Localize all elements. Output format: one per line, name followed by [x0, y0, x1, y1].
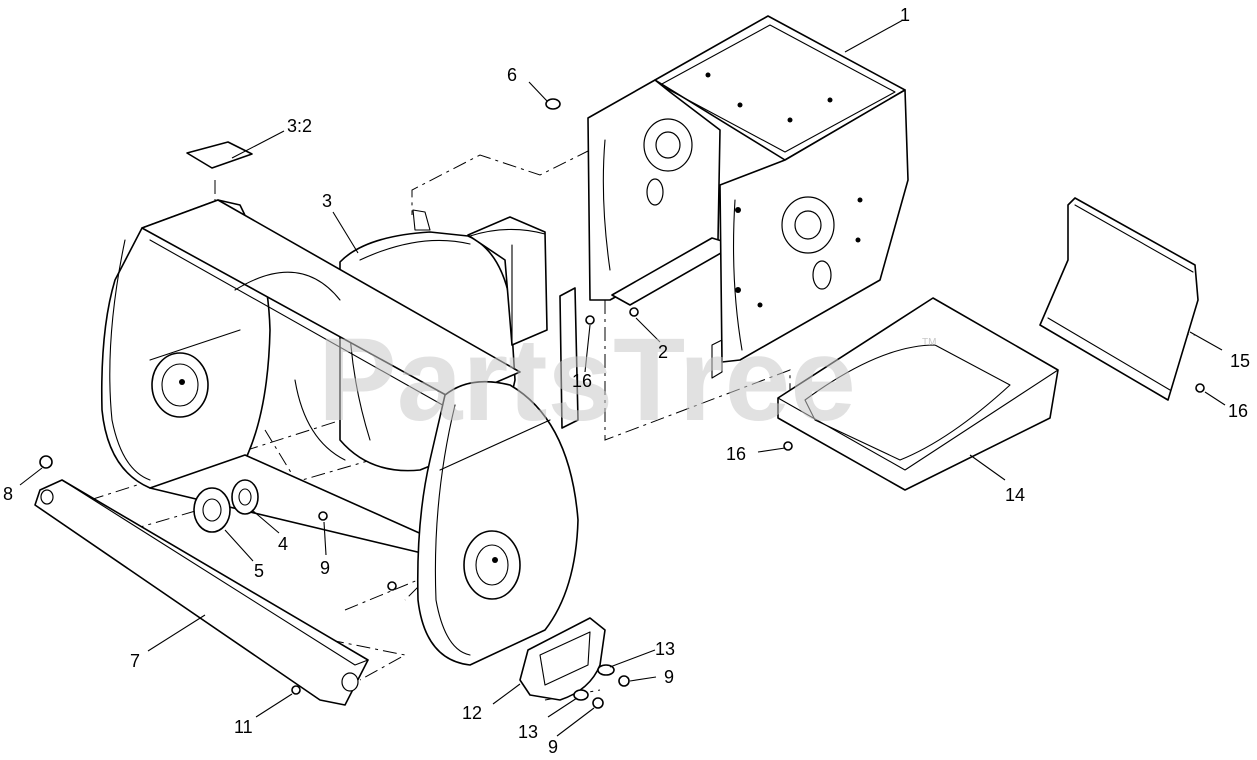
callout-11: 11 — [234, 717, 253, 737]
callout-1: 1 — [900, 5, 910, 25]
frame-part — [587, 15, 909, 379]
callout-6: 6 — [507, 65, 517, 85]
callout-7: 7 — [130, 651, 140, 671]
decal-part — [186, 141, 253, 169]
callout-9-a: 9 — [320, 558, 330, 578]
callout-16-c: 16 — [726, 444, 746, 464]
bearing-parts — [193, 479, 259, 533]
partstree-watermark: PartsTree TM — [318, 314, 936, 446]
callout-3-2: 3:2 — [287, 116, 312, 136]
skid-shoe-part — [519, 617, 606, 701]
callout-12: 12 — [462, 703, 482, 723]
callout-9-c: 9 — [548, 737, 558, 757]
callout-13-b: 13 — [518, 722, 538, 742]
hardware-parts — [39, 98, 1205, 709]
callout-4: 4 — [278, 534, 288, 554]
callout-16-a: 16 — [572, 371, 592, 391]
rear-shield-part — [1039, 197, 1199, 401]
bottom-pan-part — [777, 297, 1059, 491]
auger-housing-part — [100, 199, 579, 666]
watermark-text: PartsTree — [318, 314, 856, 446]
callout-15: 15 — [1230, 351, 1250, 371]
callout-labels: 1 2 3 3:2 4 5 6 7 8 9 9 9 11 12 13 13 14… — [3, 5, 1250, 757]
callout-5: 5 — [254, 561, 264, 581]
callout-3: 3 — [322, 191, 332, 211]
leader-lines — [19, 19, 1226, 737]
watermark-trademark: TM — [922, 337, 936, 348]
callout-14: 14 — [1005, 485, 1025, 505]
callout-16-b: 16 — [1228, 401, 1248, 421]
callout-9-b: 9 — [664, 667, 674, 687]
callout-8: 8 — [3, 484, 13, 504]
callout-13-a: 13 — [655, 639, 675, 659]
callout-2: 2 — [658, 342, 668, 362]
scraper-bar-part — [34, 479, 369, 706]
